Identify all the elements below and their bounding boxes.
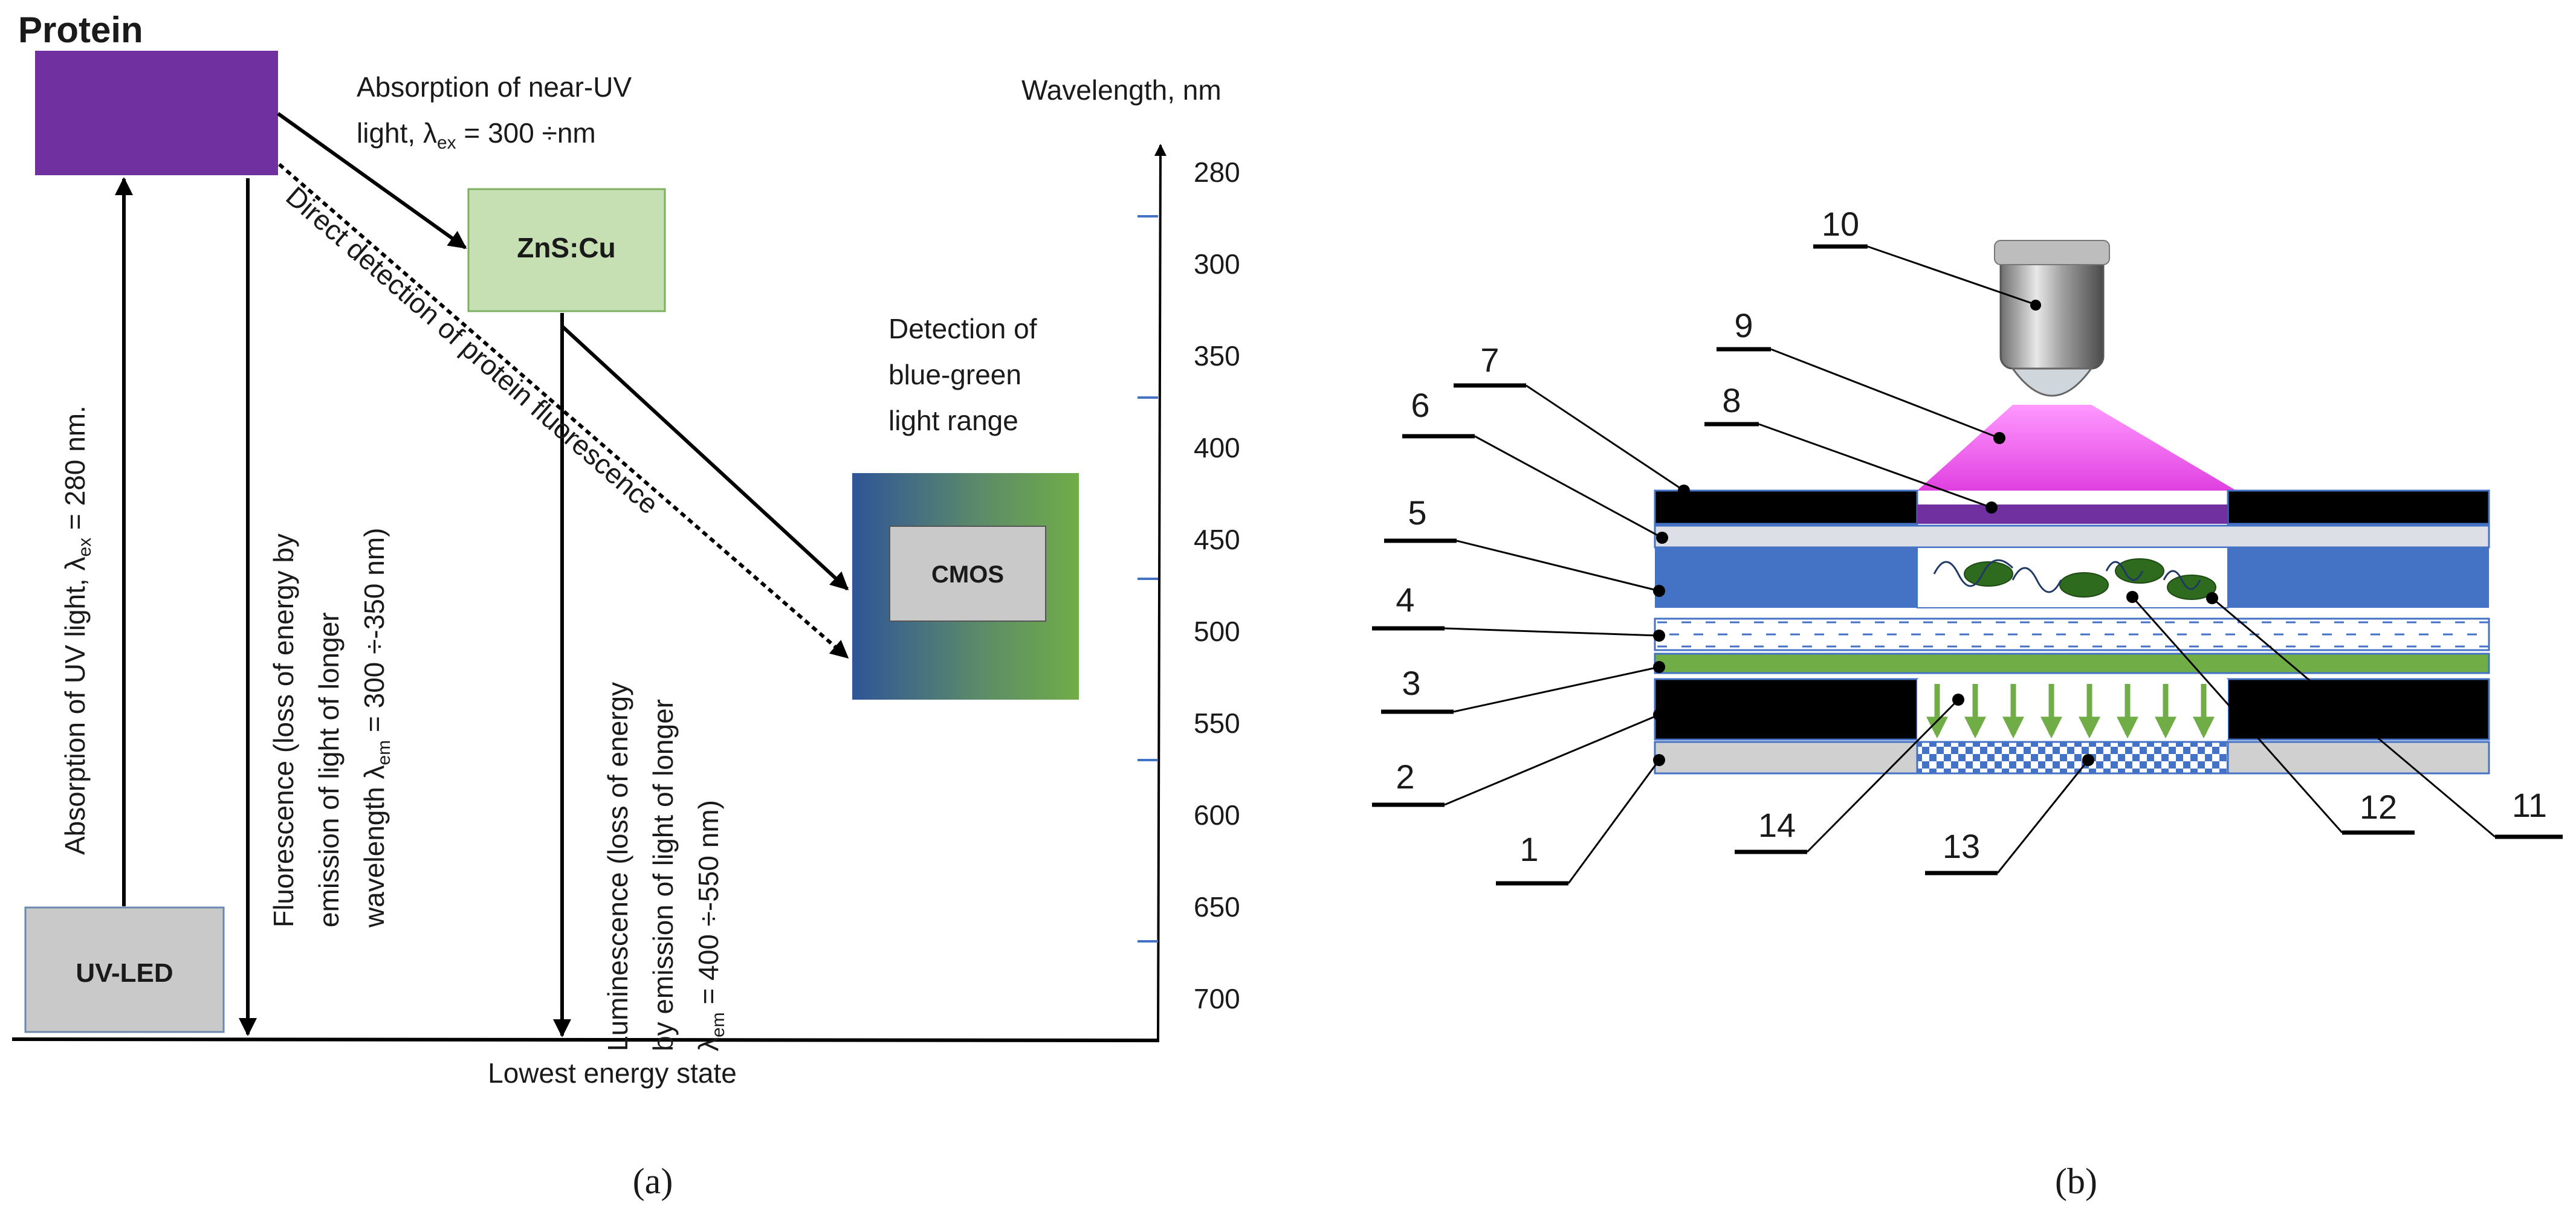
layer-13-sensor bbox=[1916, 741, 2229, 775]
wavelength-tick-label: 650 bbox=[1194, 891, 1240, 923]
fluorescence-label-line1: Fluorescence (loss of energy by bbox=[268, 533, 299, 927]
cells bbox=[1933, 558, 2216, 600]
fluorescence-label-line3: wavelength λem = 300 ÷-350 nm) bbox=[358, 528, 394, 928]
label-12: 12 bbox=[2360, 788, 2397, 826]
uv-led-box bbox=[24, 906, 225, 1033]
layer-7-right bbox=[2227, 489, 2490, 525]
label-7: 7 bbox=[1480, 341, 1499, 379]
caption-a: (a) bbox=[633, 1161, 673, 1201]
label-14: 14 bbox=[1758, 806, 1796, 844]
wavelength-tick-label: 450 bbox=[1194, 524, 1240, 555]
layer-3 bbox=[1654, 653, 2490, 674]
fluorescence-label-line2: emission of light of longer bbox=[313, 612, 345, 927]
luminescence-label-line3: λem = 400 ÷-550 nm) bbox=[693, 800, 728, 1051]
detection-line2: blue-green bbox=[888, 359, 1021, 390]
lowest-energy-label: Lowest energy state bbox=[488, 1057, 737, 1089]
excitation-light-cone bbox=[1917, 405, 2236, 491]
layer-8-protein-window bbox=[1917, 504, 2228, 524]
label-3: 3 bbox=[1402, 664, 1420, 702]
wavelength-ticks: 280 300 350 400 450 500 550 600 650 700 bbox=[1138, 156, 1240, 1014]
layer-7-left bbox=[1654, 489, 1918, 525]
caption-b: (b) bbox=[2055, 1161, 2097, 1201]
cmos-box bbox=[889, 526, 1046, 622]
wavelength-tick-label: 500 bbox=[1194, 616, 1240, 647]
label-5: 5 bbox=[1408, 494, 1426, 532]
label-8: 8 bbox=[1722, 381, 1741, 419]
label-4: 4 bbox=[1396, 581, 1414, 619]
label-10: 10 bbox=[1822, 205, 1859, 243]
label-9: 9 bbox=[1734, 306, 1753, 344]
wavelength-tick-label: 700 bbox=[1194, 983, 1240, 1014]
detection-line3: light range bbox=[888, 405, 1018, 436]
layer-5-right bbox=[2228, 547, 2489, 608]
objective-lens bbox=[1994, 240, 2110, 397]
layer-2-left bbox=[1654, 678, 1918, 741]
layer-6 bbox=[1654, 524, 2490, 549]
layer-4 bbox=[1654, 617, 2490, 651]
wavelength-tick-label: 600 bbox=[1194, 799, 1240, 831]
panel-a: Protein Absorption of near-UV light, λex… bbox=[11, 10, 1240, 1201]
callouts: 10 9 8 7 6 5 bbox=[1372, 205, 2563, 886]
layer-5-left bbox=[1655, 547, 1917, 608]
wavelength-axis bbox=[1154, 144, 1167, 1043]
panel-b: 10 9 8 7 6 5 bbox=[1372, 205, 2563, 1201]
detection-line1: Detection of bbox=[888, 313, 1037, 344]
wavelength-tick-label: 280 bbox=[1194, 156, 1240, 188]
near-uv-absorption-arrow bbox=[277, 112, 467, 250]
luminescence-label-line1: Luminescence (loss of energy bbox=[602, 682, 633, 1051]
near-uv-absorption-line2: light, λex = 300 ÷nm bbox=[357, 117, 596, 153]
protein-box bbox=[35, 51, 278, 175]
lowest-energy-line bbox=[11, 1037, 1159, 1042]
label-11: 11 bbox=[2512, 786, 2547, 824]
near-uv-absorption-line1: Absorption of near-UV bbox=[357, 71, 632, 103]
uv-absorption-label: Absorption of UV light, λex = 280 nm. bbox=[59, 405, 95, 855]
label-2: 2 bbox=[1396, 758, 1414, 796]
zns-cu-box bbox=[467, 188, 666, 312]
uv-led-label: UV-LED bbox=[76, 958, 173, 988]
layer-2-right bbox=[2227, 678, 2490, 741]
wavelength-title: Wavelength, nm bbox=[1021, 74, 1222, 106]
luminescence-label-line2: by emission of light of longer bbox=[647, 699, 679, 1051]
label-13: 13 bbox=[1943, 827, 1980, 865]
emission-arrows bbox=[1926, 684, 2215, 739]
wavelength-tick-label: 400 bbox=[1194, 432, 1240, 463]
label-6: 6 bbox=[1411, 386, 1429, 424]
wavelength-tick-label: 550 bbox=[1194, 708, 1240, 739]
zns-to-cmos-arrow bbox=[560, 324, 849, 591]
light-channel bbox=[1917, 679, 2228, 740]
label-1: 1 bbox=[1519, 830, 1538, 868]
cmos-label: CMOS bbox=[931, 561, 1004, 588]
zns-cu-label: ZnS:Cu bbox=[517, 232, 616, 263]
protein-title: Protein bbox=[18, 10, 143, 50]
wavelength-tick-label: 300 bbox=[1194, 248, 1240, 280]
wavelength-tick-label: 350 bbox=[1194, 340, 1240, 372]
